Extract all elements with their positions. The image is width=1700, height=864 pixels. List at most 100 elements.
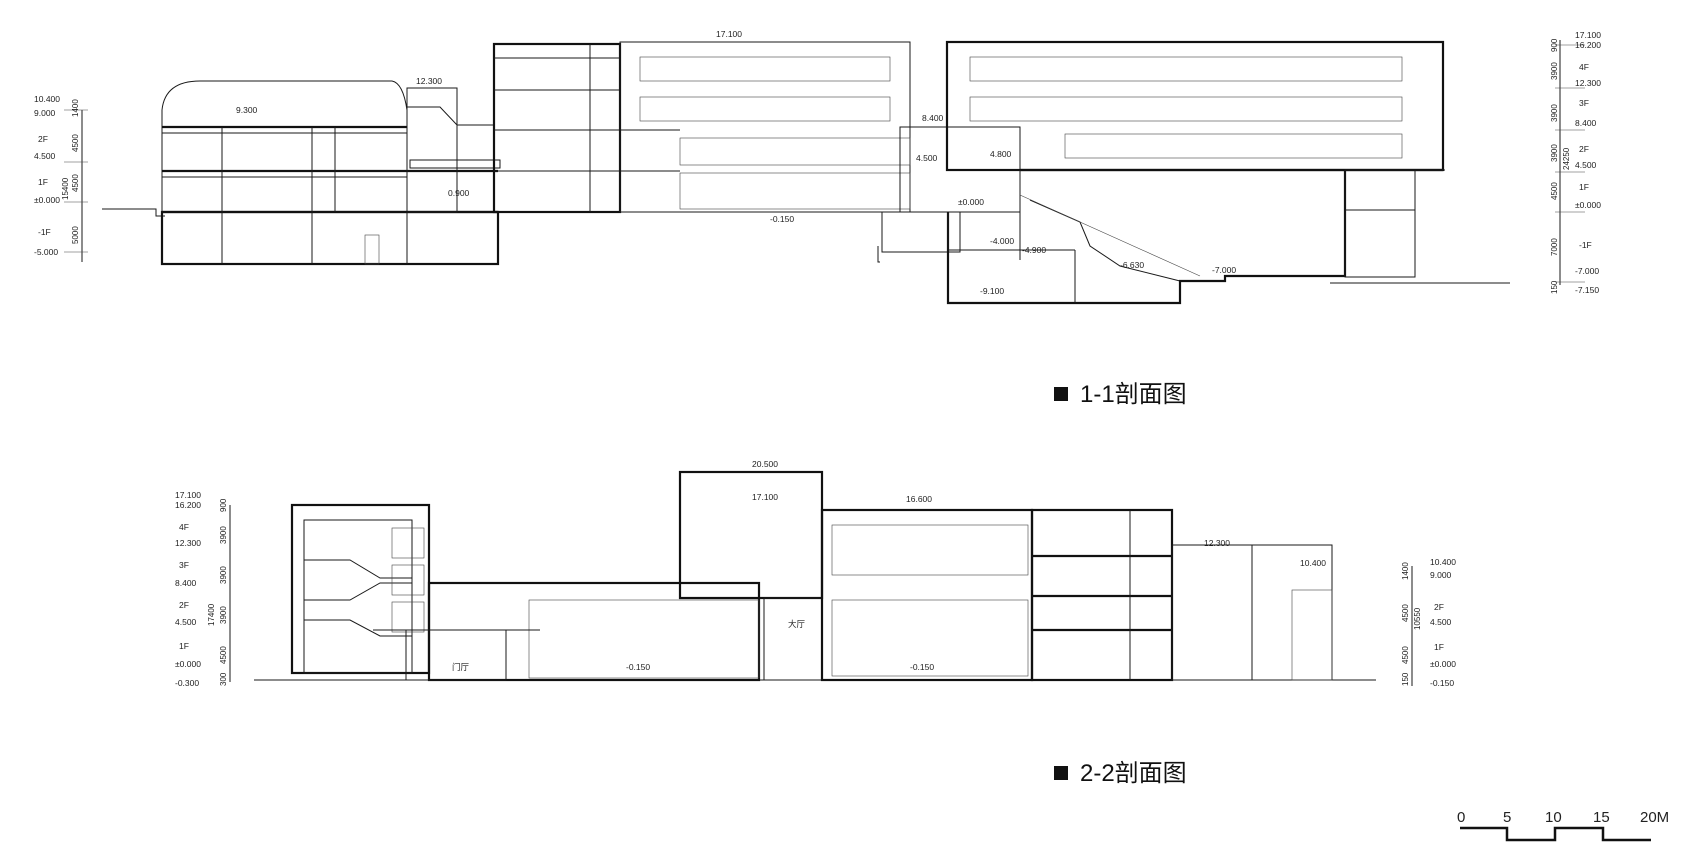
scale-label: 0 [1457, 809, 1465, 826]
section-1-caption: 1-1剖面图 [1054, 381, 1187, 408]
dim-label: 3900 [1550, 104, 1559, 122]
elev-label: 17.100 [1575, 30, 1601, 40]
floor-label: 4F [179, 522, 189, 532]
elev-label: 4.500 [175, 617, 197, 627]
floor-label: 1F [1579, 182, 1589, 192]
dim-label: 900 [1550, 38, 1559, 52]
dim-label: 4500 [1550, 182, 1559, 200]
dim-label: 900 [219, 498, 228, 512]
dim-label: 4500 [71, 134, 80, 152]
dim-label: 15400 [61, 177, 70, 200]
section-2-right-elevation-scale: 10.400 9.000 4.500 ±0.000 -0.150 2F 1F 1… [1401, 557, 1456, 688]
floor-label: 4F [1579, 62, 1589, 72]
section-1-left-elevation-scale: 10.400 9.000 4.500 ±0.000 -5.000 2F 1F -… [34, 94, 88, 262]
elev-label: 9.000 [1430, 570, 1452, 580]
floor-label: 1F [38, 177, 48, 187]
scale-label: 20M [1640, 809, 1669, 826]
section-1-title: 1-1剖面图 [1080, 381, 1187, 408]
level-mark: -4.900 [1022, 245, 1046, 255]
elev-label: 4.500 [1430, 617, 1452, 627]
dim-label: 1400 [71, 99, 80, 117]
level-mark: -0.150 [626, 662, 650, 672]
floor-label: 3F [1579, 98, 1589, 108]
level-mark: -4.000 [990, 236, 1014, 246]
level-mark: 4.500 [916, 153, 938, 163]
room-label: 门厅 [452, 662, 470, 672]
elev-label: 16.200 [1575, 40, 1601, 50]
floor-label: 1F [1434, 642, 1444, 652]
elev-label: 4.500 [34, 151, 56, 161]
section-2-caption: 2-2剖面图 [1054, 760, 1187, 787]
section-2-drawing [254, 470, 1376, 682]
level-mark: 4.800 [990, 149, 1012, 159]
dim-label: 5000 [71, 226, 80, 244]
floor-label: 2F [1434, 602, 1444, 612]
room-label: 大厅 [788, 619, 806, 629]
dim-label: 17400 [207, 603, 216, 626]
level-mark: 20.500 [752, 459, 778, 469]
elev-label: 12.300 [175, 538, 201, 548]
level-mark: 12.300 [416, 76, 442, 86]
dim-label: 7000 [1550, 238, 1559, 256]
elev-label: -5.000 [34, 247, 58, 257]
section-2-left-elevation-scale: 17.100 16.200 12.300 8.400 4.500 ±0.000 … [175, 490, 231, 688]
floor-label: 3F [179, 560, 189, 570]
section-2-title: 2-2剖面图 [1080, 760, 1187, 787]
level-mark: -6.630 [1120, 260, 1144, 270]
dim-label: 150 [1401, 672, 1410, 686]
section-1-drawing [102, 40, 1510, 305]
elev-label: 17.100 [175, 490, 201, 500]
dim-label: 4500 [1401, 646, 1410, 664]
level-mark: -0.150 [770, 214, 794, 224]
elev-label: 10.400 [34, 94, 60, 104]
floor-label: 2F [1579, 144, 1589, 154]
section-1-right-elevation-scale: 17.100 16.200 12.300 8.400 4.500 ±0.000 … [1550, 30, 1601, 295]
elev-label: 8.400 [175, 578, 197, 588]
elev-label: ±0.000 [1430, 659, 1456, 669]
elev-label: 10.400 [1430, 557, 1456, 567]
scale-label: 10 [1545, 809, 1562, 826]
floor-label: 2F [179, 600, 189, 610]
floor-label: 2F [38, 134, 48, 144]
scale-label: 15 [1593, 809, 1610, 826]
elev-label: -7.150 [1575, 285, 1599, 295]
dim-label: 300 [219, 672, 228, 686]
level-mark: 0.900 [448, 188, 470, 198]
scale-bar: 0 5 10 15 20M [1457, 809, 1669, 842]
elev-label: 16.200 [175, 500, 201, 510]
level-mark: 9.300 [236, 105, 258, 115]
level-mark: -0.150 [910, 662, 934, 672]
floor-label: -1F [38, 227, 51, 237]
level-mark: 17.100 [752, 492, 778, 502]
dim-label: 24250 [1562, 147, 1571, 170]
dim-label: 4500 [1401, 604, 1410, 622]
level-mark: 12.300 [1204, 538, 1230, 548]
elev-label: -0.300 [175, 678, 199, 688]
level-mark: ±0.000 [958, 197, 984, 207]
dim-label: 3900 [219, 566, 228, 584]
elev-label: -0.150 [1430, 678, 1454, 688]
elev-label: 8.400 [1575, 118, 1597, 128]
level-mark: 10.400 [1300, 558, 1326, 568]
dim-label: 10550 [1413, 607, 1422, 630]
elev-label: -7.000 [1575, 266, 1599, 276]
level-mark: 16.600 [906, 494, 932, 504]
dim-label: 3900 [1550, 144, 1559, 162]
elev-label: 9.000 [34, 108, 56, 118]
elev-label: 4.500 [1575, 160, 1597, 170]
dim-label: 3900 [219, 526, 228, 544]
dim-label: 150 [1550, 280, 1559, 294]
scale-label: 5 [1503, 809, 1511, 826]
level-mark: 8.400 [922, 113, 944, 123]
elev-label: 12.300 [1575, 78, 1601, 88]
dim-label: 3900 [219, 606, 228, 624]
elev-label: ±0.000 [1575, 200, 1601, 210]
level-mark: -9.100 [980, 286, 1004, 296]
elev-label: ±0.000 [175, 659, 201, 669]
floor-label: -1F [1579, 240, 1592, 250]
dim-label: 4500 [219, 646, 228, 664]
level-mark: -7.000 [1212, 265, 1236, 275]
floor-label: 1F [179, 641, 189, 651]
dim-label: 4500 [71, 174, 80, 192]
